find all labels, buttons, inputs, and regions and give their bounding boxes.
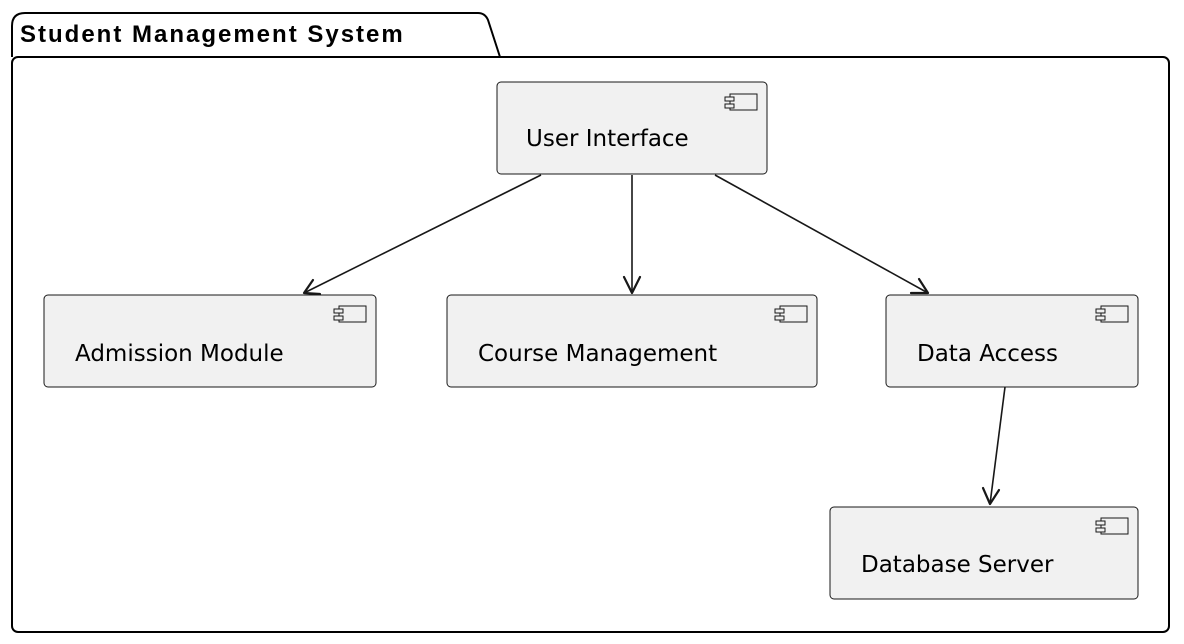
edge-ui-admission [302, 174, 542, 296]
edges [302, 174, 1006, 506]
component-course-management[interactable]: Course Management [446, 294, 818, 388]
component-label: User Interface [526, 126, 689, 152]
component-user-interface[interactable]: User Interface [496, 81, 768, 175]
component-label: Database Server [861, 552, 1054, 578]
edge-ui-data [714, 174, 930, 295]
edge-data-db [981, 386, 1006, 506]
component-label: Course Management [478, 341, 717, 367]
component-icon [1095, 517, 1129, 535]
component-label: Admission Module [75, 341, 284, 367]
component-label: Data Access [917, 341, 1058, 367]
edge-ui-course [622, 175, 642, 295]
component-icon [333, 305, 367, 323]
package-frame: Student Management System [11, 12, 1170, 633]
component-icon [724, 93, 758, 111]
package-title: Student Management System [20, 21, 405, 48]
component-data-access[interactable]: Data Access [885, 294, 1139, 388]
component-admission-module[interactable]: Admission Module [43, 294, 377, 388]
component-icon [774, 305, 808, 323]
component-database-server[interactable]: Database Server [829, 506, 1139, 600]
component-icon [1095, 305, 1129, 323]
